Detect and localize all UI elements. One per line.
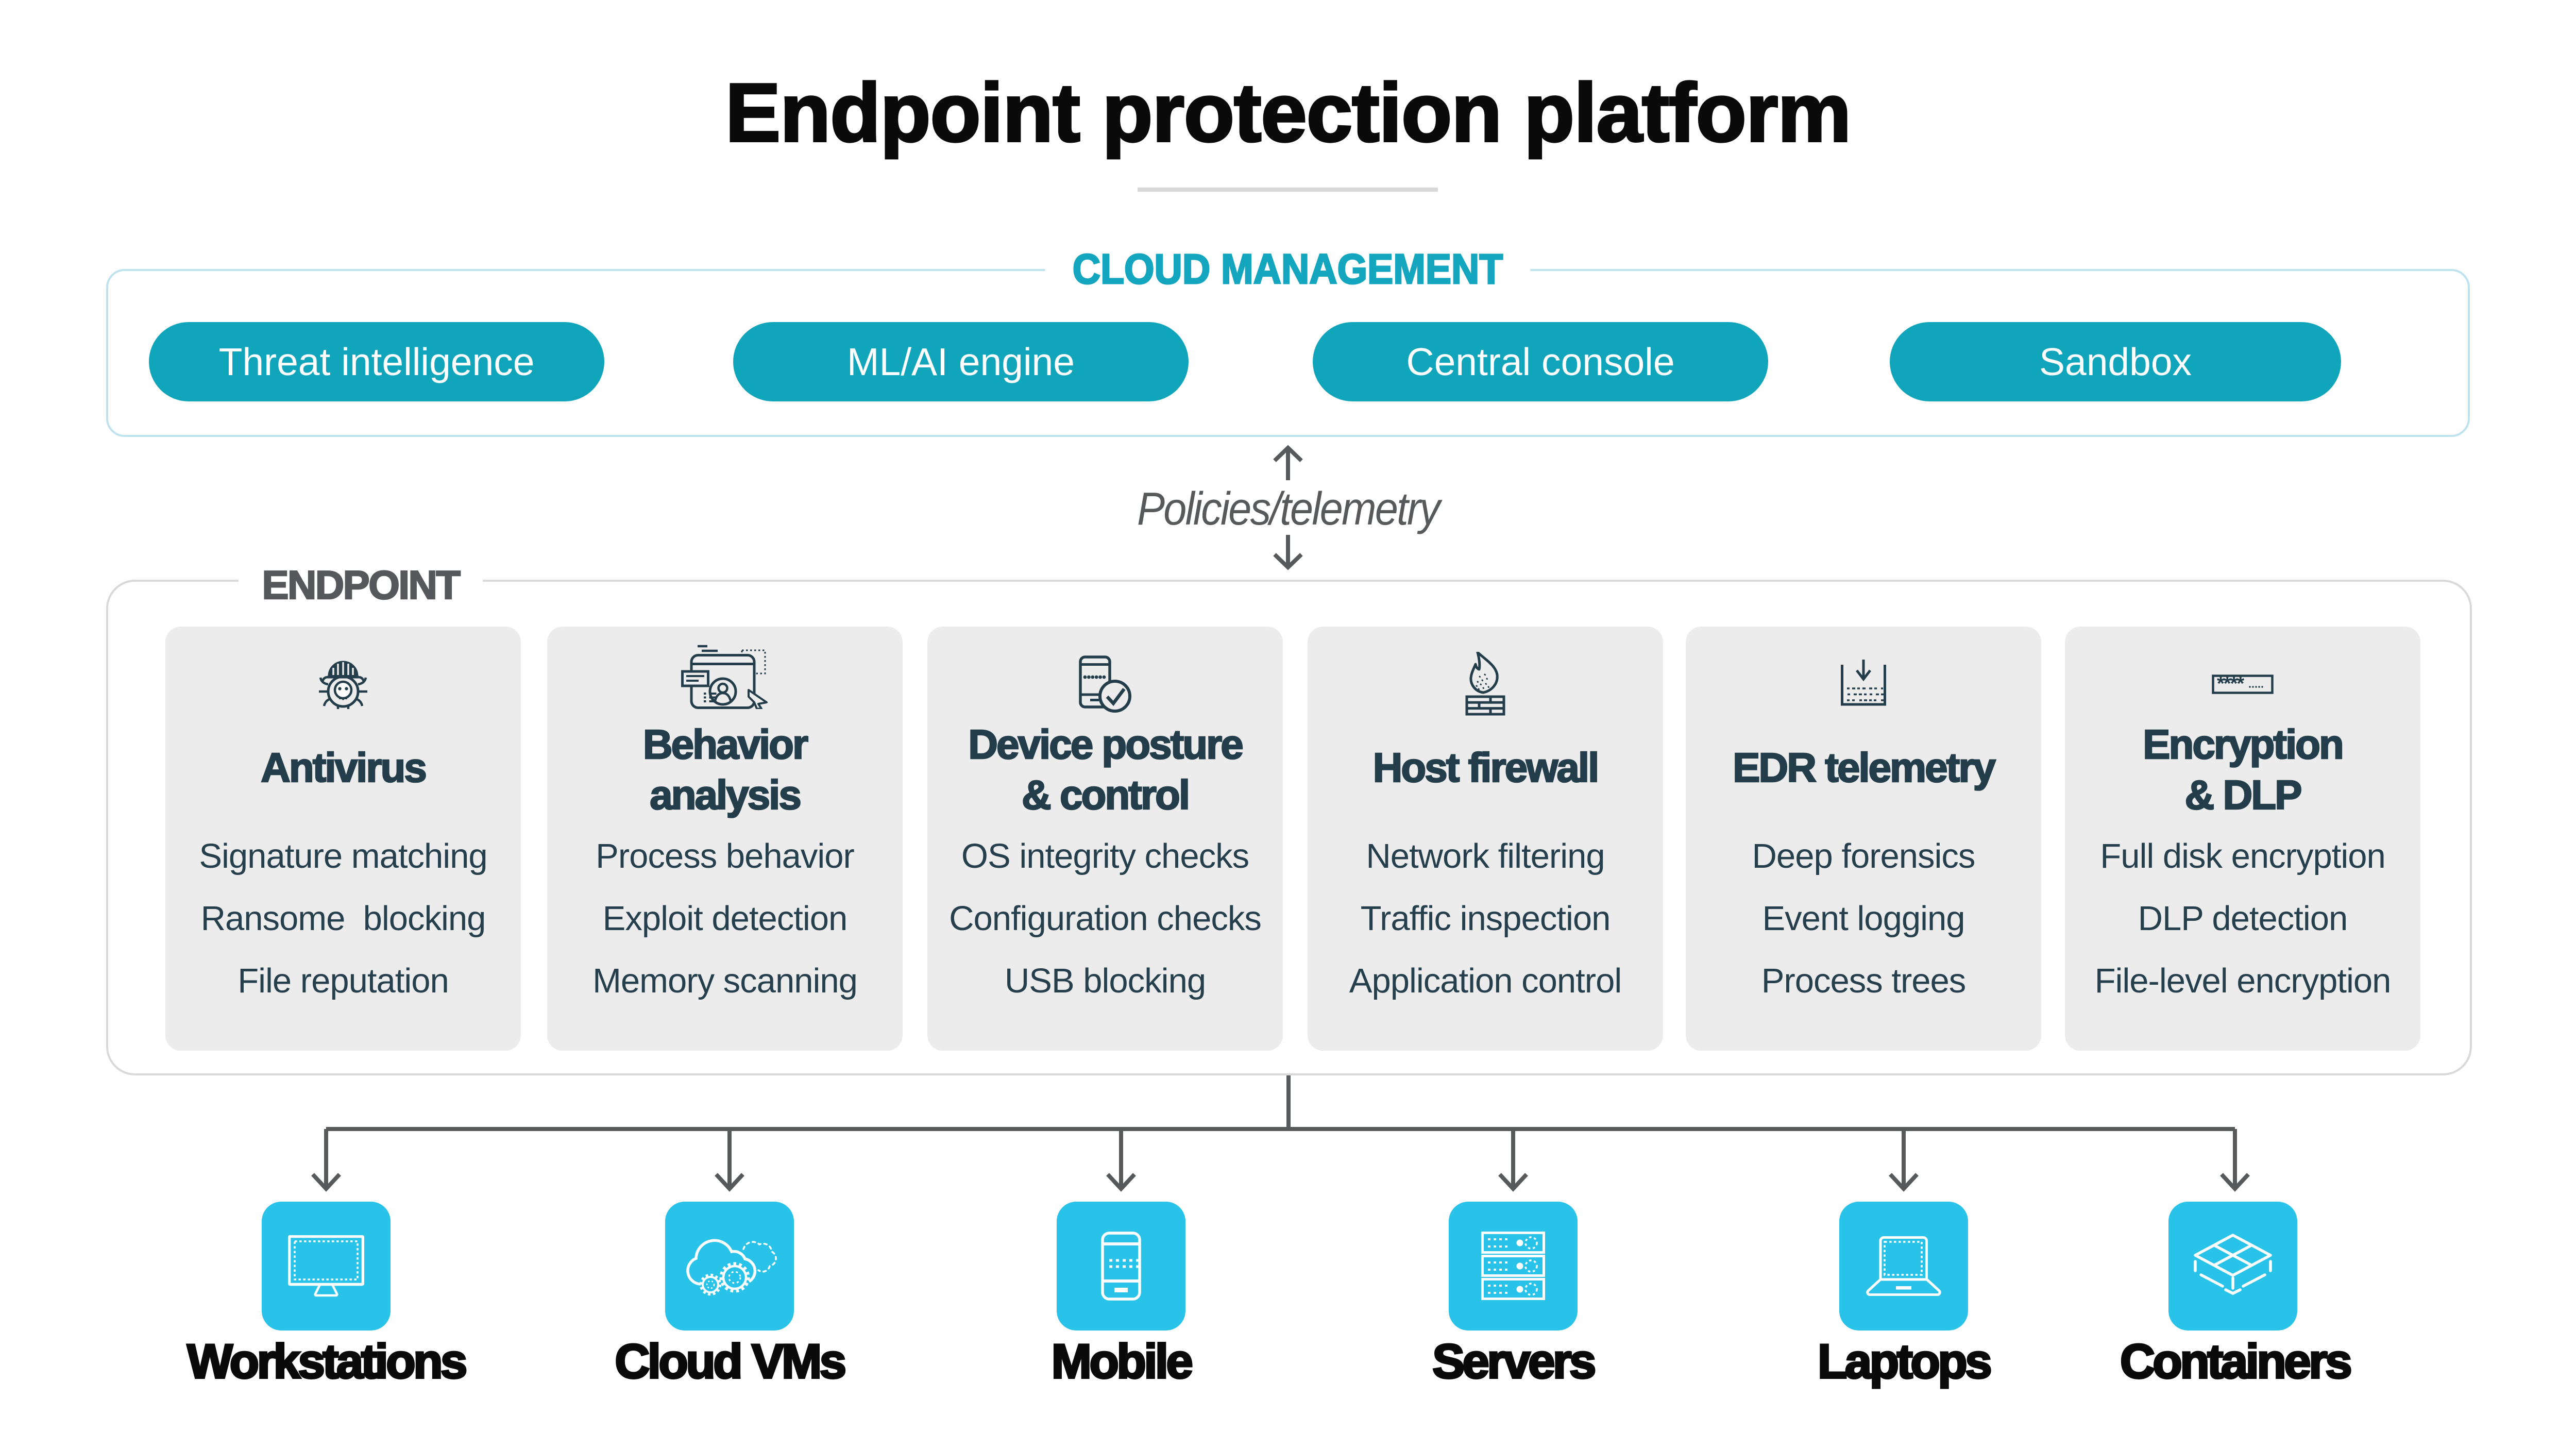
- svg-text:****: ****: [2217, 675, 2244, 694]
